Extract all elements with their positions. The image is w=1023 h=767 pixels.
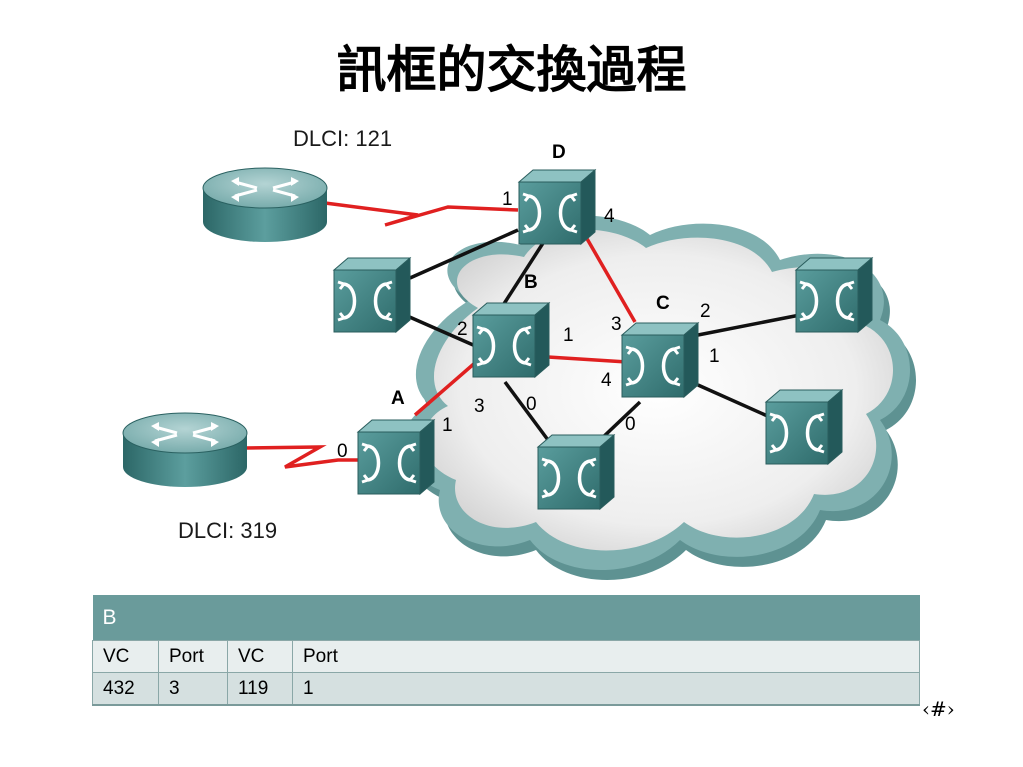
link-a-b bbox=[413, 360, 478, 417]
link-b-c bbox=[547, 355, 628, 364]
port-b-3: 3 bbox=[474, 396, 485, 417]
cell-port-out: 1 bbox=[292, 672, 920, 706]
slide-title: 訊框的交換過程 bbox=[336, 41, 687, 99]
link-d-b bbox=[498, 239, 547, 311]
port-d-1: 1 bbox=[502, 189, 513, 210]
col-vc-out: VC bbox=[227, 640, 293, 673]
link-router-top-d bbox=[324, 201, 519, 227]
port-c-2: 2 bbox=[700, 301, 711, 322]
dlci-bottom-label: DLCI: 319 bbox=[178, 518, 277, 543]
port-c-4: 4 bbox=[601, 370, 612, 391]
switch-d bbox=[517, 168, 597, 246]
switch-upper-left bbox=[332, 256, 412, 334]
link-router-bottom-a bbox=[244, 445, 358, 469]
port-b-2: 2 bbox=[457, 319, 468, 340]
table-switch-name: B bbox=[92, 595, 920, 641]
port-a-0: 0 bbox=[337, 441, 348, 462]
switch-right-top bbox=[794, 256, 874, 334]
port-b-1: 1 bbox=[563, 325, 574, 346]
port-c-3: 3 bbox=[611, 314, 622, 335]
switch-bottom bbox=[536, 433, 616, 511]
switch-label-d: D bbox=[552, 142, 566, 163]
router-top bbox=[201, 166, 329, 244]
port-d-4: 4 bbox=[604, 206, 615, 227]
page-number: ‹#› bbox=[922, 697, 955, 721]
col-port-out: Port bbox=[292, 640, 920, 673]
port-c-1: 1 bbox=[709, 346, 720, 367]
link-b-bottom bbox=[503, 380, 550, 442]
link-c-right-bottom bbox=[697, 383, 773, 420]
table-column-row: VC Port VC Port bbox=[92, 640, 920, 673]
network-links bbox=[244, 201, 801, 469]
col-port-in: Port bbox=[158, 640, 228, 673]
switch-right-bottom bbox=[764, 388, 844, 466]
switch-label-b: B bbox=[524, 272, 538, 293]
port-a-1: 1 bbox=[442, 415, 453, 436]
link-upper-left-b bbox=[404, 313, 481, 350]
table-header-row: B bbox=[92, 595, 920, 641]
port-b-0: 0 bbox=[526, 394, 537, 415]
col-vc-in: VC bbox=[92, 640, 159, 673]
switch-label-c: C bbox=[656, 293, 670, 314]
port-c-0: 0 bbox=[625, 414, 636, 435]
link-c-right-top bbox=[697, 313, 801, 337]
vc-table: B VC Port VC Port 432 3 119 1 bbox=[92, 595, 920, 706]
link-d-upper-left bbox=[409, 228, 519, 280]
switch-b bbox=[471, 301, 551, 379]
switch-label-a: A bbox=[391, 388, 405, 409]
cell-port-in: 3 bbox=[158, 672, 228, 706]
network-diagram: DLCI: 121 DLCI: 319 D B C A 1 4 2 1 3 0 … bbox=[121, 126, 916, 581]
router-bottom bbox=[121, 411, 249, 489]
dlci-top-label: DLCI: 121 bbox=[293, 126, 392, 151]
switch-c bbox=[620, 321, 700, 399]
switch-a bbox=[356, 418, 436, 496]
table-row: 432 3 119 1 bbox=[92, 672, 920, 706]
cell-vc-in: 432 bbox=[92, 672, 159, 706]
cell-vc-out: 119 bbox=[227, 672, 293, 706]
link-d-c bbox=[580, 229, 637, 323]
link-c-bottom bbox=[598, 400, 642, 442]
